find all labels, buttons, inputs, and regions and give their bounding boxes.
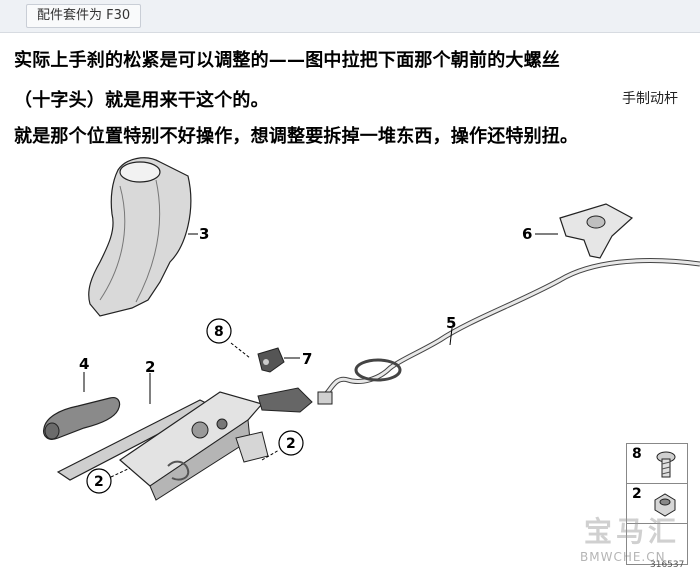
part-number: 316537 [650,560,685,570]
callout-2-right: 2 [286,436,296,452]
divider [627,483,687,484]
gaiter-part-3 [88,157,192,317]
callout-2-left: 2 [94,474,104,490]
top-bar: 配件套件为 F30 [0,0,700,33]
callout-ring-2-right: 2 [278,430,304,456]
lever-assembly-part-1 [56,391,269,501]
callout-ring-8: 8 [206,318,232,344]
callout-4: 4 [79,355,89,373]
divider [627,523,687,524]
callout-ring-2-left: 2 [86,468,112,494]
model-tag[interactable]: 配件套件为 F30 [26,4,142,28]
callout-7: 7 [302,350,312,368]
callout-5: 5 [446,314,456,332]
note-line-2: （十字头）就是用来干这个的。 [14,90,269,111]
note-line-1: 实际上手刹的松紧是可以调整的——图中拉把下面那个朝前的大螺丝 [14,50,560,71]
ref-row-nut: 2 [627,484,687,524]
screw-icon [656,451,676,478]
callout-3: 3 [199,225,209,243]
clip-part-7 [257,347,313,413]
hardware-reference-box: 8 2 [626,443,688,565]
nut-icon [654,493,676,517]
bracket-part-6 [559,203,634,259]
note-line-3: 就是那个位置特别不好操作，想调整要拆掉一堆东西，操作还特别扭。 [14,126,579,147]
ref-number: 8 [632,446,642,462]
ref-row-screw: 8 [627,444,687,484]
handle-grip-part-4 [43,397,121,440]
parts-diagram: 3 6 5 4 2 7 8 [43,157,700,501]
callout-6: 6 [522,225,532,243]
cable-part-5 [317,258,700,405]
diagram-title: 手制动杆 [622,91,678,107]
callout-8: 8 [214,324,224,340]
ref-number: 2 [632,486,642,502]
callout-1: 2 [145,358,155,376]
